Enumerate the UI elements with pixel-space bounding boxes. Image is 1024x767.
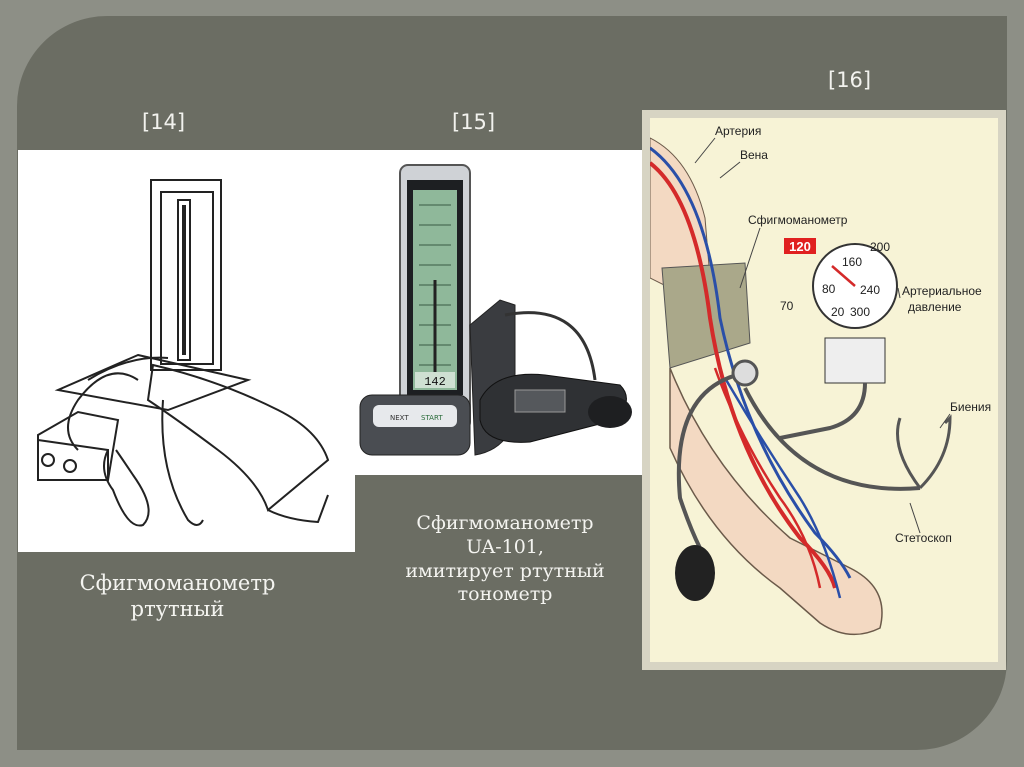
caption-line: UA-101,	[466, 535, 544, 558]
label-beats: Биения	[950, 400, 991, 414]
dial-label-70: 70	[780, 299, 794, 313]
dial-label-240: 240	[860, 283, 880, 297]
caption-line: Сфигмоманометр	[79, 571, 276, 595]
caption-line: тонометр	[457, 583, 553, 606]
ua101-device-drawing: 142 NEXT START	[359, 164, 632, 456]
dial-label-200: 200	[870, 240, 890, 254]
label-pressure-2: давление	[908, 300, 962, 314]
caption-line: ртутный	[130, 597, 225, 622]
reference-16: [16]	[828, 68, 872, 92]
panel-mercury-sphygmomanometer	[18, 150, 355, 552]
device-button-start[interactable]: START	[421, 414, 443, 422]
label-vein: Вена	[740, 148, 768, 162]
caption-mercury: Сфигмоманометр ртутный	[35, 570, 320, 623]
diagram-area: 120 200 160 80 240 70 20 300 Артерия Вен…	[648, 118, 998, 662]
panel-ua101-device: 142 NEXT START	[355, 150, 642, 475]
device-button-next[interactable]: NEXT	[390, 414, 409, 422]
dial-label-20: 20	[831, 305, 845, 319]
label-sphygmomanometer: Сфигмоманометр	[748, 213, 848, 227]
caption-line: Сфигмоманометр	[416, 512, 594, 534]
blood-pressure-diagram: 120 200 160 80 240 70 20 300 Артерия Вен…	[648, 124, 991, 636]
caption-ua101: Сфигмоманометр UA-101, имитирует ртутный…	[370, 512, 640, 607]
gauge-reading: 120	[789, 239, 811, 254]
reference-15: [15]	[452, 110, 496, 134]
label-stethoscope: Стетоскоп	[895, 531, 952, 545]
device-display-value: 142	[424, 375, 446, 389]
mercury-sphygmomanometer-drawing	[37, 179, 330, 527]
label-pressure-1: Артериальное	[902, 284, 982, 298]
label-artery: Артерия	[715, 124, 761, 138]
dial-label-300: 300	[850, 305, 870, 319]
dial-label-160: 160	[842, 255, 862, 269]
panel-measurement-diagram: 120 200 160 80 240 70 20 300 Артерия Вен…	[642, 110, 1006, 670]
reference-14: [14]	[142, 110, 186, 134]
caption-line: имитирует ртутный	[405, 559, 605, 582]
dial-label-80: 80	[822, 282, 836, 296]
